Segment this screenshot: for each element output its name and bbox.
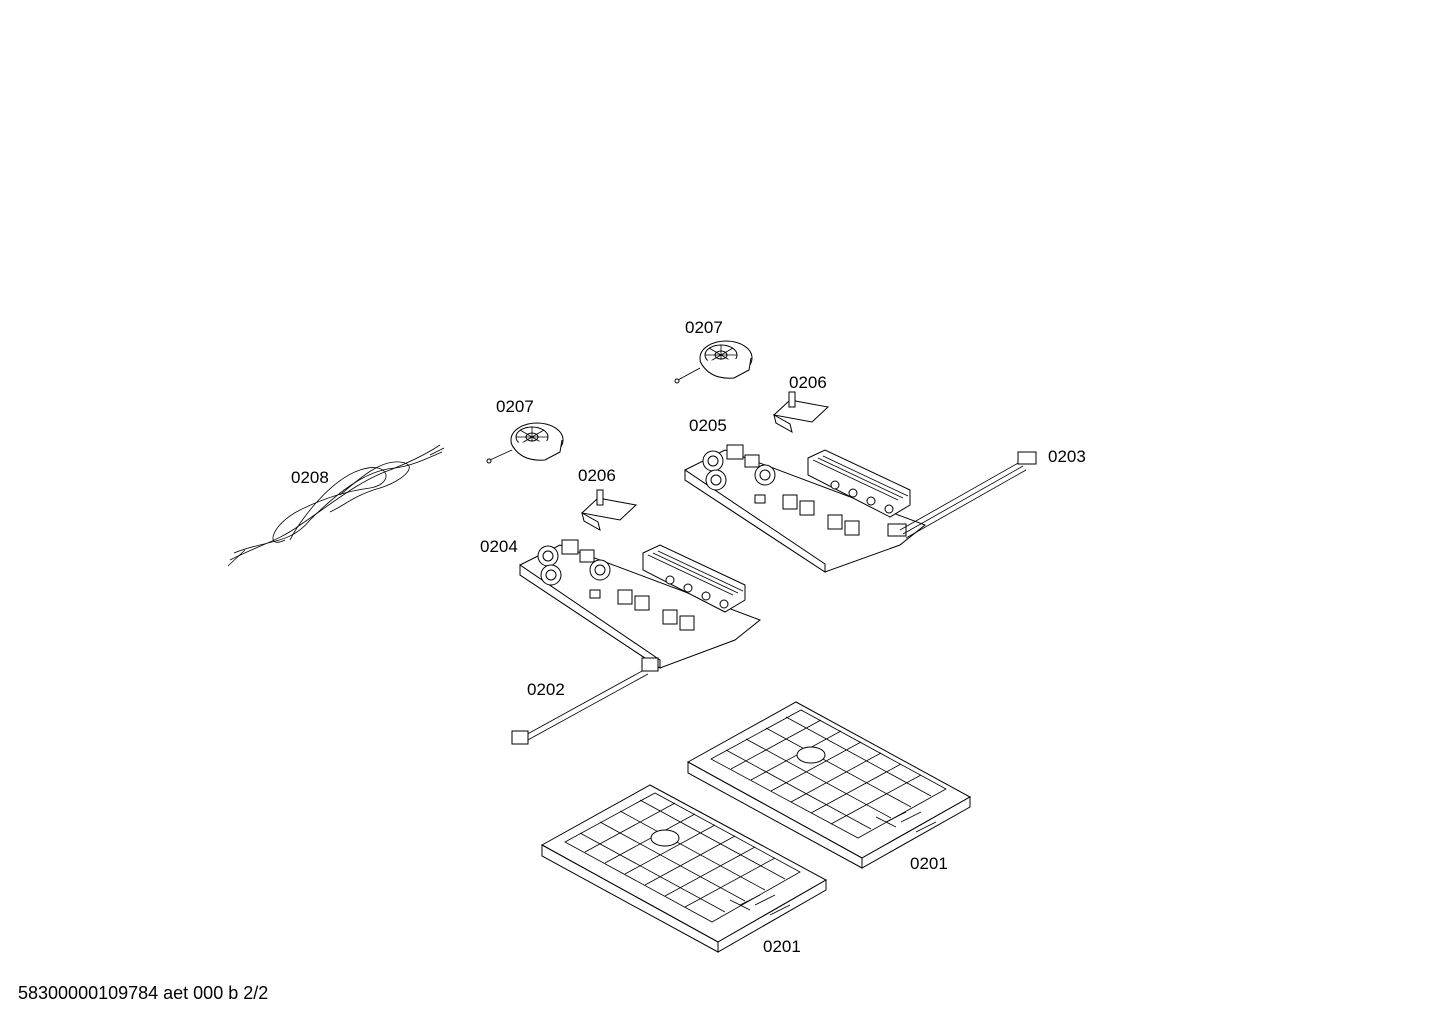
part-0207-fan-left[interactable]	[487, 423, 563, 463]
part-0201-tray-back[interactable]	[688, 702, 970, 868]
label-0204: 0204	[480, 537, 518, 556]
label-0207-left: 0207	[496, 397, 534, 416]
part-0207-fan-right[interactable]	[675, 341, 752, 383]
label-0206-right: 0206	[789, 373, 827, 392]
part-0206-sensor-right[interactable]	[774, 392, 828, 432]
part-0203-cable[interactable]	[900, 452, 1036, 538]
part-0206-sensor-left[interactable]	[582, 490, 636, 530]
part-0205-power-board[interactable]	[685, 445, 925, 572]
part-0202-cable[interactable]	[512, 658, 658, 744]
label-0203: 0203	[1048, 447, 1086, 466]
label-0201-back: 0201	[910, 854, 948, 873]
part-0208-cable[interactable]	[228, 445, 444, 566]
label-0206-left: 0206	[578, 466, 616, 485]
label-0208: 0208	[291, 468, 329, 487]
document-id: 58300000109784 aet 000 b 2/2	[18, 983, 269, 1003]
label-0202: 0202	[527, 680, 565, 699]
label-0201-front: 0201	[763, 937, 801, 956]
part-0204-power-board[interactable]	[520, 540, 760, 668]
label-0207-right: 0207	[685, 318, 723, 337]
part-0201-tray-front[interactable]	[542, 785, 826, 952]
label-0205: 0205	[689, 416, 727, 435]
